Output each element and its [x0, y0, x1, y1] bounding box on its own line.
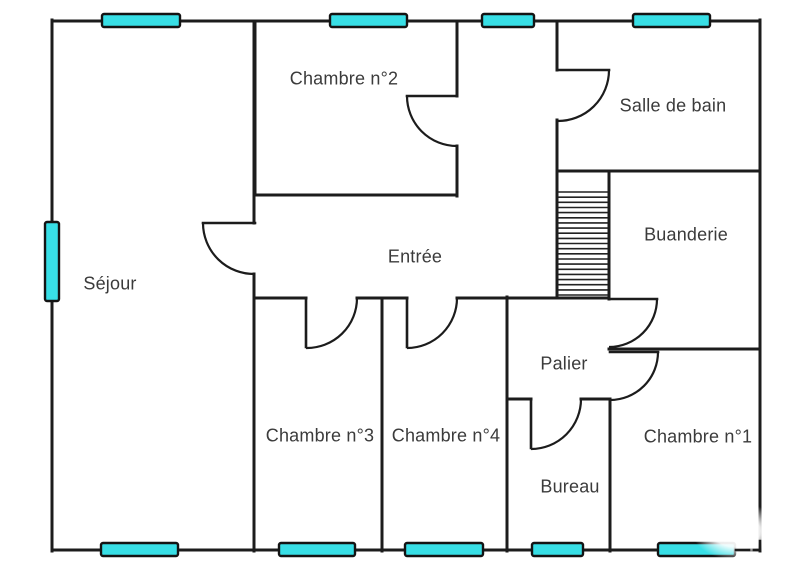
window-bottom-sejour: [99, 541, 180, 558]
room-label-chambre4: Chambre n°4: [391, 425, 501, 446]
window-bottom-chambre3: [277, 541, 357, 558]
room-label-entree: Entrée: [387, 246, 443, 267]
window-top-salle-de-bain: [631, 12, 712, 29]
window-top-chambre2: [328, 12, 409, 29]
room-label-sejour: Séjour: [83, 273, 137, 294]
room-label-palier: Palier: [540, 353, 588, 374]
door-panels: [201, 68, 660, 450]
window-top-sejour: [100, 12, 182, 29]
corner-smudge-artifact: [692, 502, 780, 560]
window-top-entree: [480, 12, 536, 29]
staircase-treads: [558, 191, 608, 296]
room-label-buanderie: Buanderie: [644, 224, 728, 245]
windows-group: [43, 12, 737, 558]
interior-walls: [252, 19, 762, 553]
window-bottom-bureau: [530, 541, 585, 558]
room-label-bureau: Bureau: [540, 476, 600, 497]
room-label-salle-de-bain: Salle de bain: [619, 95, 727, 116]
room-label-chambre1: Chambre n°1: [643, 426, 753, 447]
room-label-chambre2: Chambre n°2: [289, 68, 399, 89]
room-label-chambre3: Chambre n°3: [265, 425, 375, 446]
door-swing-arcs: [201, 69, 660, 451]
window-bottom-chambre4: [403, 541, 485, 558]
corner-smudge-dash: [734, 539, 762, 553]
window-left-sejour: [43, 220, 61, 303]
